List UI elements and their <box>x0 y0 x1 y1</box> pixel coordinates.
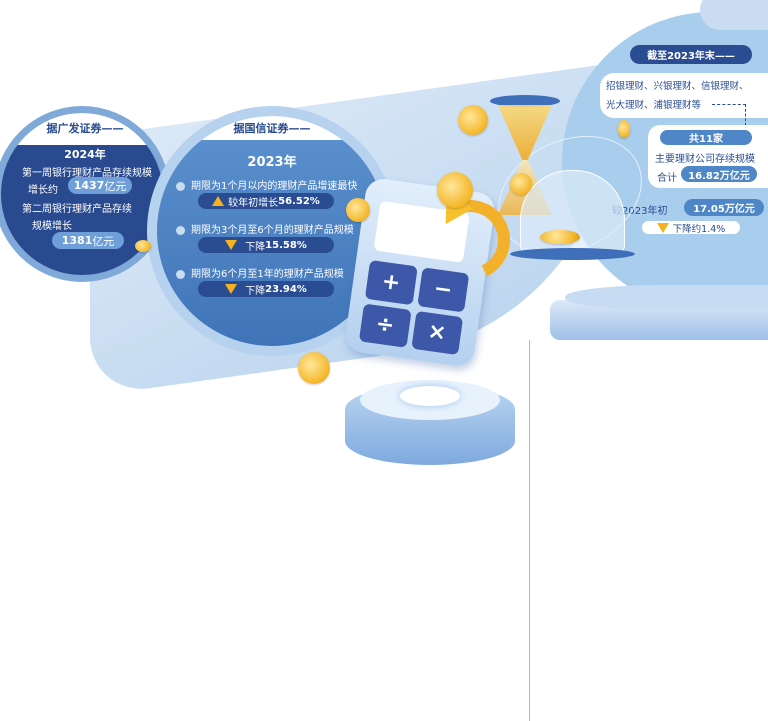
guangfa-value1-unit: 亿元 <box>104 179 127 193</box>
scale-label: 主要理财公司存续规模 <box>655 154 755 165</box>
triangle-down-icon <box>225 284 238 294</box>
guoxin-year: 2023年 <box>247 155 297 170</box>
guoxin-item-2-label: 期限为3个月至6个月的理财产品规模 <box>176 221 354 236</box>
guangfa-source: 据广发证券—— <box>46 122 124 135</box>
guangfa-value2: 1381 <box>61 234 93 247</box>
companies-line1: 招银理财、兴银理财、信银理财、 <box>606 81 749 92</box>
guangfa-line1: 第一周银行理财产品存续规模 <box>22 168 152 179</box>
compare-value: 17.05万亿元 <box>684 199 764 216</box>
companies-box <box>600 73 768 118</box>
guangfa-line3: 第二周银行理财产品存续 <box>22 204 132 215</box>
compare-label: 较2023年初 <box>612 206 668 217</box>
companies-line2: 光大理财、浦银理财等 <box>606 100 702 111</box>
right-platform-top <box>565 285 768 310</box>
pedestal-button <box>400 386 460 406</box>
guangfa-value1: 1437 <box>73 179 105 192</box>
coin-icon <box>540 230 580 244</box>
coin-icon <box>458 105 488 135</box>
guoxin-item-3-label: 期限为6个月至1年的理财产品规模 <box>176 265 344 280</box>
dashed-connector <box>712 104 746 126</box>
guangfa-circle <box>0 106 170 282</box>
divider-line <box>529 340 530 721</box>
bullet-icon <box>176 269 185 279</box>
decline-pill: 下降约1.4% <box>642 221 740 235</box>
coin-icon <box>135 240 151 252</box>
guangfa-line2: 增长约 <box>28 185 58 196</box>
triangle-up-icon <box>212 196 225 206</box>
guangfa-year: 2024年 <box>64 148 106 161</box>
bullet-icon <box>176 181 185 191</box>
guangfa-line4: 规模增长 <box>32 221 72 232</box>
total-value: 16.82万亿元 <box>681 166 757 182</box>
count-pill: 共11家 <box>660 130 752 145</box>
total-prefix: 合计 <box>657 173 677 184</box>
dome-base <box>510 248 635 260</box>
guoxin-item-1-label: 期限为1个月以内的理财产品增速最快 <box>176 177 357 192</box>
triangle-down-icon <box>225 240 238 250</box>
coin-icon <box>510 173 532 195</box>
year-end-header: 截至2023年末—— <box>630 45 752 64</box>
top-right-arc <box>700 0 768 30</box>
guangfa-value2-unit: 亿元 <box>92 234 115 248</box>
coin-icon <box>618 120 630 138</box>
triangle-down-icon <box>656 222 669 233</box>
coin-icon <box>437 172 473 208</box>
guoxin-source: 据国信证券—— <box>233 122 311 135</box>
bullet-icon <box>176 225 185 235</box>
coin-icon <box>298 352 330 384</box>
coin-icon <box>346 198 370 222</box>
